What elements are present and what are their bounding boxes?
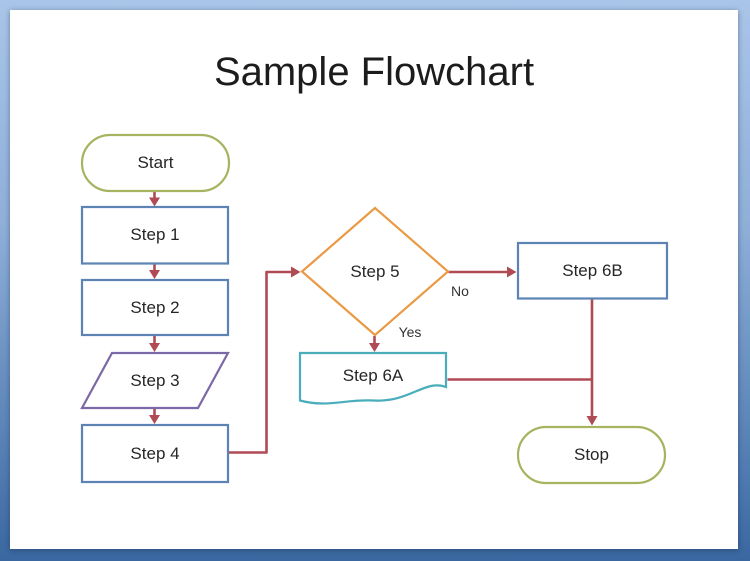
arrowhead-step1-step2 bbox=[149, 270, 160, 279]
arrowhead-step5-step6b bbox=[507, 266, 517, 278]
node-start[interactable] bbox=[80, 133, 231, 193]
node-step5[interactable] bbox=[300, 206, 450, 337]
arrowhead-start-step1 bbox=[149, 197, 160, 207]
node-step6a[interactable] bbox=[298, 351, 448, 405]
node-step4[interactable] bbox=[80, 423, 230, 484]
page-title: Sample Flowchart bbox=[213, 50, 535, 94]
node-step1[interactable] bbox=[80, 205, 230, 265]
arrowhead-step3-step4 bbox=[149, 415, 160, 424]
node-step2[interactable] bbox=[80, 278, 230, 337]
arrowhead-step5-step6a bbox=[369, 343, 380, 352]
node-step6b[interactable] bbox=[516, 241, 669, 300]
arrowhead-step4-step5 bbox=[291, 266, 301, 278]
edge-step4-step5 bbox=[228, 270, 292, 454]
node-stop[interactable] bbox=[516, 425, 667, 485]
arrowhead-step6b-stop bbox=[586, 416, 598, 426]
node-step3[interactable] bbox=[80, 351, 230, 410]
arrowhead-step2-step3 bbox=[149, 343, 160, 352]
